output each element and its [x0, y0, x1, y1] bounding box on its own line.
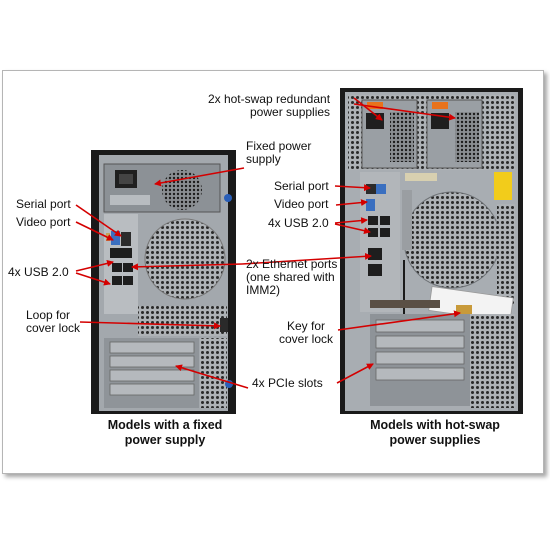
arrow-key-cover-lock — [337, 310, 461, 331]
label-line: cover lock — [278, 332, 334, 346]
caption-fixed-psu: Models with a fixed power supply — [90, 418, 240, 448]
arrow-usb-right-b — [334, 223, 371, 235]
caption-line: Models with hot-swap — [370, 418, 500, 432]
arrow-loop-cover-lock — [79, 321, 221, 330]
label-pcie-slots: 4x PCIe slots — [252, 376, 323, 390]
arrow-fixed-psu — [154, 167, 245, 187]
arrow-ethernet-a — [131, 263, 243, 271]
label-line: Key for — [286, 319, 325, 333]
label-line: Loop for — [26, 308, 71, 322]
arrow-video-left — [75, 221, 114, 241]
arrow-pcie-right — [336, 363, 374, 384]
label-loop-cover-lock: Loop for cover lock — [26, 309, 80, 335]
arrow-usb-left-a — [75, 260, 114, 272]
label-line: 2x Ethernet ports — [246, 257, 338, 271]
label-video-port-left: Video port — [16, 215, 71, 229]
server-hot-swap-psu — [340, 88, 523, 414]
label-usb-left: 4x USB 2.0 — [8, 265, 69, 279]
caption-hot-swap-psu: Models with hot-swap power supplies — [355, 418, 515, 448]
label-line: (one shared with — [246, 270, 335, 284]
arrow-video-right — [335, 199, 368, 207]
caption-line: Models with a fixed — [107, 418, 223, 432]
arrow-serial-left — [75, 204, 122, 237]
label-video-port-right: Video port — [274, 197, 329, 211]
arrow-usb-right-a — [334, 217, 368, 225]
callout-arrows — [75, 97, 461, 389]
arrow-hotswap-a — [353, 97, 383, 121]
arrow-pcie-left — [175, 364, 249, 389]
arrow-hotswap-b — [353, 103, 456, 121]
label-line: supply — [246, 152, 281, 166]
label-hot-swap-psu: 2x hot-swap redundant power supplies — [206, 93, 330, 119]
server-fixed-psu — [91, 150, 236, 414]
label-line: 2x hot-swap redundant — [207, 92, 331, 106]
label-line: cover lock — [26, 321, 81, 335]
label-serial-port-right: Serial port — [274, 179, 329, 193]
label-fixed-power-supply: Fixed power supply — [246, 140, 311, 166]
arrow-serial-right — [334, 184, 371, 192]
caption-line: power supply — [124, 433, 206, 447]
label-serial-port-left: Serial port — [16, 197, 71, 211]
arrow-usb-left-b — [75, 272, 111, 286]
label-line: IMM2) — [246, 283, 280, 297]
arrow-ethernet-b — [241, 252, 372, 265]
caption-line: power supplies — [389, 433, 481, 447]
label-key-cover-lock: Key for cover lock — [276, 320, 336, 346]
label-usb-right: 4x USB 2.0 — [268, 216, 329, 230]
label-ethernet-ports: 2x Ethernet ports (one shared with IMM2) — [246, 258, 337, 297]
label-line: power supplies — [250, 105, 331, 119]
label-line: Fixed power — [246, 139, 312, 153]
